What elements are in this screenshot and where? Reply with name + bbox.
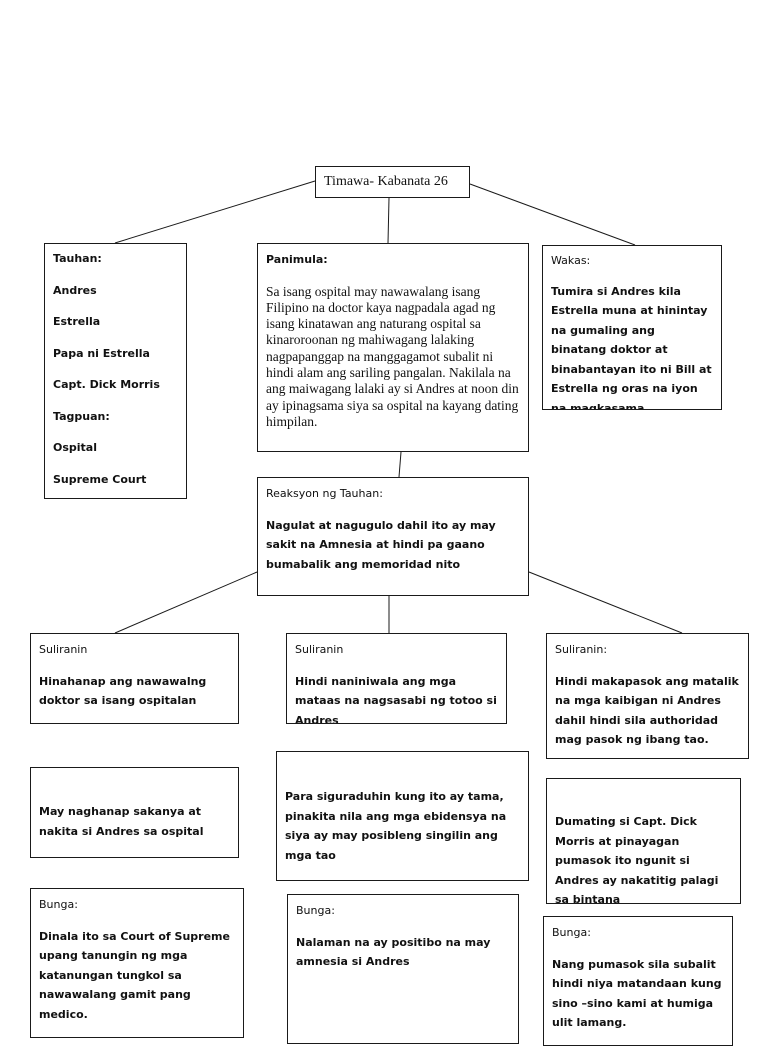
connector-lines <box>114 180 683 634</box>
tagpuan-item: Supreme Court <box>53 472 147 486</box>
wakas-label: Wakas: <box>551 254 591 267</box>
tauhan-label: Tauhan: <box>53 252 102 265</box>
reaksyon-label: Reaksyon ng Tauhan: <box>266 487 383 500</box>
tauhan-item: Capt. Dick Morris <box>53 378 160 391</box>
diagram-title-box: Timawa- Kabanata 26 <box>315 166 470 198</box>
bunga-box-1: Bunga: Dinala ito sa Court of Supreme up… <box>30 888 244 1038</box>
diagram-title: Timawa- Kabanata 26 <box>324 174 448 189</box>
suliranin-text: Hindi makapasok ang matalik na mga kaibi… <box>555 674 739 747</box>
aksyon-box-3: Dumating si Capt. Dick Morris at pinayag… <box>546 778 741 904</box>
tagpuan-item: Ospital <box>53 441 97 454</box>
aksyon-text: May naghanap sakanya at nakita si Andres… <box>39 805 204 838</box>
line-title-tauhan <box>114 180 316 244</box>
tauhan-item: Papa ni Estrella <box>53 346 150 360</box>
suliranin-box-1: Suliranin Hinahanap ang nawawalng doktor… <box>30 633 239 724</box>
suliranin-label: Suliranin <box>295 643 344 656</box>
bunga-label: Bunga: <box>39 898 78 911</box>
aksyon-text: Para siguraduhin kung ito ay tama, pinak… <box>285 790 507 862</box>
line-title-panimula <box>387 197 390 244</box>
panimula-text: Sa isang ospital may nawawalang isang Fi… <box>266 283 519 429</box>
aksyon-text: Dumating si Capt. Dick Morris at pinayag… <box>555 815 719 904</box>
wakas-text: Tumira si Andres kila Estrella muna at h… <box>551 284 712 410</box>
aksyon-box-2: Para siguraduhin kung ito ay tama, pinak… <box>276 751 529 881</box>
bunga-label: Bunga: <box>552 926 591 939</box>
bunga-text: Nang pumasok sila subalit hindi niya mat… <box>552 957 722 1030</box>
bunga-box-2: Bunga: Nalaman na ay positibo na may amn… <box>287 894 519 1044</box>
suliranin-text: Hindi naniniwala ang mga mataas na nagsa… <box>295 674 497 724</box>
panimula-label: Panimula: <box>266 253 328 266</box>
panimula-box: Panimula: Sa isang ospital may nawawalan… <box>257 243 529 452</box>
reaksyon-box: Reaksyon ng Tauhan: Nagulat at nagugulo … <box>257 477 529 596</box>
suliranin-label: Suliranin: <box>555 643 608 656</box>
bunga-box-3: Bunga: Nang pumasok sila subalit hindi n… <box>543 916 733 1046</box>
aksyon-box-1: May naghanap sakanya at nakita si Andres… <box>30 767 239 858</box>
line-title-wakas <box>469 183 636 246</box>
line-reaksyon-suliranin-1 <box>114 571 258 634</box>
line-reaksyon-suliranin-3 <box>528 571 683 634</box>
tauhan-box: Tauhan: Andres Estrella Papa ni Estrella… <box>44 243 187 499</box>
wakas-box: Wakas: Tumira si Andres kila Estrella mu… <box>542 245 722 410</box>
suliranin-box-3: Suliranin: Hindi makapasok ang matalik n… <box>546 633 749 759</box>
tauhan-item: Andres <box>53 283 97 297</box>
suliranin-text: Hinahanap ang nawawalng doktor sa isang … <box>39 674 207 708</box>
suliranin-label: Suliranin <box>39 643 88 656</box>
reaksyon-text: Nagulat at nagugulo dahil ito ay may sak… <box>266 518 496 571</box>
line-panimula-reaksyon <box>398 451 402 478</box>
bunga-text: Nalaman na ay positibo na may amnesia si… <box>296 935 491 969</box>
bunga-label: Bunga: <box>296 904 335 917</box>
bunga-text: Dinala ito sa Court of Supreme upang tan… <box>39 929 230 1021</box>
suliranin-box-2: Suliranin Hindi naniniwala ang mga mataa… <box>286 633 507 724</box>
tagpuan-label: Tagpuan: <box>53 409 110 423</box>
tauhan-item: Estrella <box>53 315 101 328</box>
